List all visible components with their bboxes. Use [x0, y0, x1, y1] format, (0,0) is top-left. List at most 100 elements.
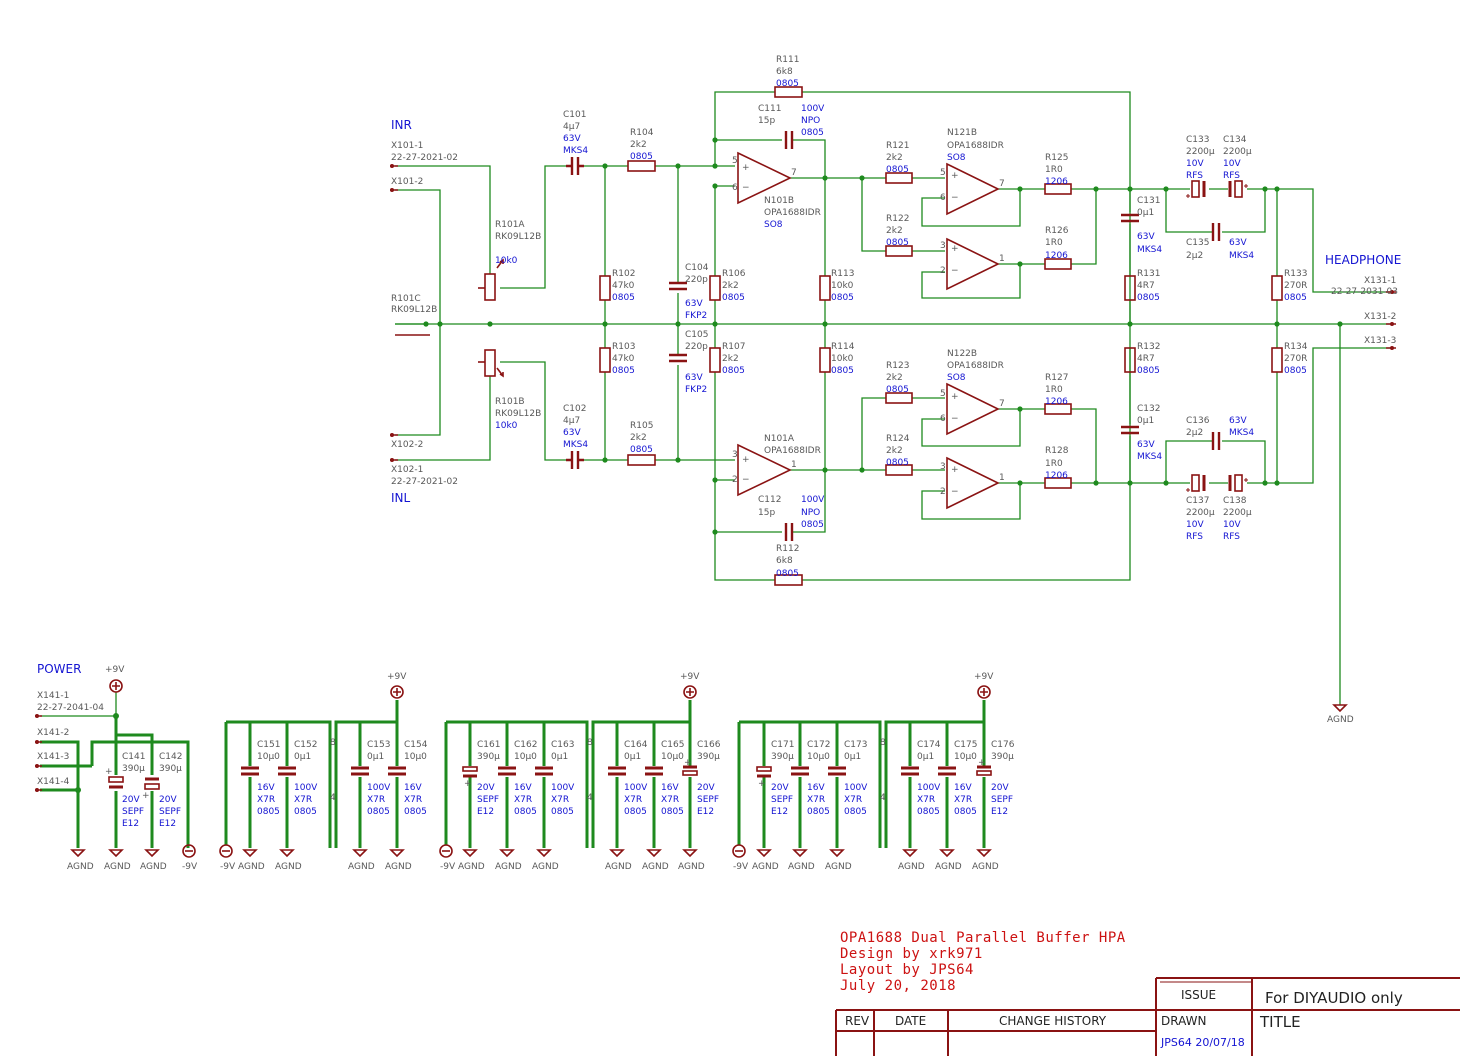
svg-text:6k8: 6k8 [776, 556, 793, 566]
ground-label: AGND [642, 862, 669, 872]
connector-pins [390, 164, 1396, 462]
svg-text:C112: C112 [758, 495, 781, 505]
svg-text:0805: 0805 [1137, 366, 1160, 376]
svg-text:C137: C137 [1186, 496, 1209, 506]
svg-text:1206: 1206 [1045, 177, 1068, 187]
cap-voltage: 100V [294, 783, 318, 793]
svg-text:3: 3 [732, 450, 738, 460]
svg-text:C102: C102 [563, 404, 586, 414]
cap-package: E12 [477, 807, 494, 817]
svg-text:63V: 63V [1137, 232, 1155, 242]
ic-pin-4: 4 [880, 793, 886, 803]
svg-text:63V: 63V [1229, 238, 1247, 248]
svg-text:MKS4: MKS4 [1229, 428, 1254, 438]
design-notes: OPA1688 Dual Parallel Buffer HPA Design … [840, 930, 1125, 994]
neg-rail-wire [739, 720, 882, 848]
svg-text:15p: 15p [758, 116, 775, 126]
x101-1-ref: X101-1 [391, 141, 423, 151]
svg-text:0805: 0805 [1137, 293, 1160, 303]
svg-text:0805: 0805 [831, 293, 854, 303]
svg-text:AGND: AGND [140, 862, 167, 872]
ceramic-cap-icon [901, 766, 919, 776]
signal-wires [395, 91, 1393, 705]
svg-text:−: − [742, 183, 750, 193]
ground-icon [902, 849, 918, 858]
svg-text:RFS: RFS [1223, 171, 1240, 181]
cap-voltage: 20V [771, 783, 789, 793]
x131-1-part: 22-27-2031-03 [1331, 287, 1398, 297]
svg-text:MKS4: MKS4 [1229, 251, 1254, 261]
svg-text:6: 6 [732, 183, 738, 193]
ground-icon [829, 849, 845, 858]
ground-icon [792, 849, 808, 858]
svg-text:15p: 15p [758, 508, 775, 518]
svg-text:10k0: 10k0 [495, 256, 518, 266]
opamp-labels: N101B OPA1688IDR SO8 N101A OPA1688IDR N1… [764, 128, 1004, 456]
svg-text:−: − [951, 266, 959, 276]
svg-text:0805: 0805 [776, 79, 799, 89]
svg-text:7: 7 [791, 168, 797, 178]
svg-text:6: 6 [940, 193, 946, 203]
svg-text:C135: C135 [1186, 238, 1209, 248]
tb-rev-label: REV [845, 1014, 870, 1028]
cap-value: 10µ0 [807, 752, 830, 762]
svg-text:2: 2 [940, 266, 946, 276]
cap-ref: C166 [697, 740, 721, 750]
svg-text:R124: R124 [886, 434, 910, 444]
decoupling-groups: 84-9V+9VC15110µ016VX7R0805AGNDC1520µ1100… [219, 672, 1015, 872]
cap-package: 0805 [917, 807, 940, 817]
svg-text:1: 1 [791, 460, 797, 470]
x102-2-ref: X102-2 [391, 440, 423, 450]
svg-text:N122B: N122B [947, 349, 977, 359]
cap-package: E12 [771, 807, 788, 817]
cap-package: E12 [991, 807, 1008, 817]
svg-text:390µ: 390µ [122, 764, 145, 774]
svg-text:R103: R103 [612, 342, 635, 352]
pos-supply-label: +9V [680, 672, 700, 682]
cap-type: X7R [367, 795, 385, 805]
cap-ref: C162 [514, 740, 537, 750]
svg-text:0805: 0805 [886, 165, 909, 175]
svg-text:RK09L12B: RK09L12B [495, 232, 541, 242]
cap-package: 0805 [257, 807, 280, 817]
svg-text:−: − [951, 487, 959, 497]
cap-ref: C173 [844, 740, 867, 750]
svg-text:OPA1688IDR: OPA1688IDR [947, 141, 1004, 151]
svg-text:R134: R134 [1284, 342, 1308, 352]
svg-text:MKS4: MKS4 [563, 440, 588, 450]
svg-text:10V: 10V [1186, 159, 1204, 169]
svg-text:X141-4: X141-4 [37, 777, 70, 787]
svg-text:63V: 63V [685, 299, 703, 309]
neg-rail-wire [226, 720, 332, 848]
cap-voltage: 20V [991, 783, 1009, 793]
svg-text:R113: R113 [831, 269, 854, 279]
svg-text:R112: R112 [776, 544, 799, 554]
net-labels: INR INL HEADPHONE AGND [391, 118, 1401, 725]
svg-text:C138: C138 [1223, 496, 1247, 506]
svg-text:1: 1 [999, 254, 1005, 264]
net-headphone: HEADPHONE [1325, 253, 1401, 267]
pos-rail-wire [591, 700, 692, 848]
svg-text:5: 5 [940, 389, 946, 399]
cap-value: 0µ1 [367, 752, 384, 762]
tb-drawn-label: DRAWN [1161, 1014, 1207, 1028]
svg-text:0805: 0805 [722, 366, 745, 376]
tb-drawn-value: JPS64 20/07/18 [1160, 1036, 1245, 1049]
cap-value: 0µ1 [551, 752, 568, 762]
svg-text:R101A: R101A [495, 220, 525, 230]
svg-text:1206: 1206 [1045, 471, 1068, 481]
svg-text:C105: C105 [685, 330, 708, 340]
resistor-labels: R111 6k8 0805 R104 2k2 0805 R102 47k0 08… [612, 55, 1308, 579]
svg-text:63V: 63V [563, 428, 581, 438]
svg-text:C111: C111 [758, 104, 781, 114]
tb-title-label: TITLE [1259, 1013, 1301, 1031]
net-inl: INL [391, 491, 411, 505]
svg-text:0805: 0805 [1284, 366, 1307, 376]
cap-polarity: + [684, 758, 692, 768]
ground-icon [756, 849, 772, 858]
svg-text:20V: 20V [122, 795, 140, 805]
svg-text:-9V: -9V [182, 862, 198, 872]
x131-2-ref: X131-2 [1364, 312, 1396, 322]
svg-text:RK09L12B: RK09L12B [391, 305, 437, 315]
svg-text:7: 7 [999, 179, 1005, 189]
